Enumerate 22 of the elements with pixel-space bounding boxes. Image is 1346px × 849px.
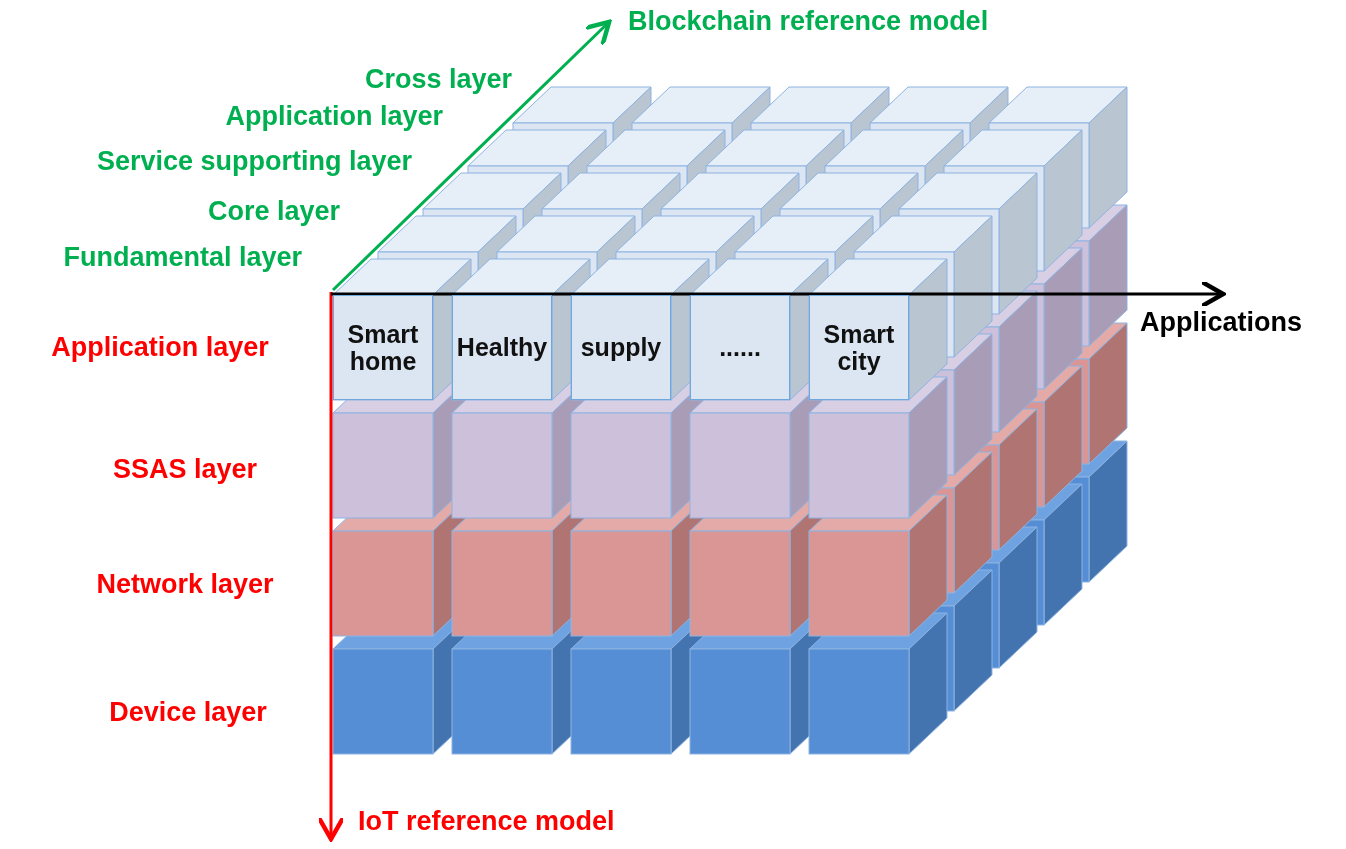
- layer-label: Service supporting layer: [96, 147, 412, 177]
- layer-label: Fundamental layer: [63, 243, 302, 273]
- layer-label: Network layer: [96, 570, 274, 600]
- layer-label: Application layer: [225, 102, 443, 132]
- layer-label: Application layer: [51, 333, 269, 363]
- application-cube: [452, 295, 552, 400]
- cube-label: Smart city: [822, 321, 896, 374]
- application-cube: [809, 295, 909, 400]
- cube-label: Smart home: [346, 321, 420, 374]
- axis-title: Blockchain reference model: [628, 7, 989, 37]
- axis-title: IoT reference model: [358, 807, 615, 837]
- cube-label: supply: [580, 334, 662, 361]
- cube-label: Healthy: [456, 334, 548, 361]
- application-cube: [690, 295, 790, 400]
- application-cube: [333, 295, 433, 400]
- layer-label: Cross layer: [364, 65, 512, 95]
- layer-label: Device layer: [109, 698, 267, 728]
- cube-label: ......: [719, 334, 761, 361]
- axis-title: Applications: [1140, 308, 1302, 338]
- layer-label: Core layer: [207, 197, 340, 227]
- application-cube: [571, 295, 671, 400]
- layer-label: SSAS layer: [112, 455, 258, 485]
